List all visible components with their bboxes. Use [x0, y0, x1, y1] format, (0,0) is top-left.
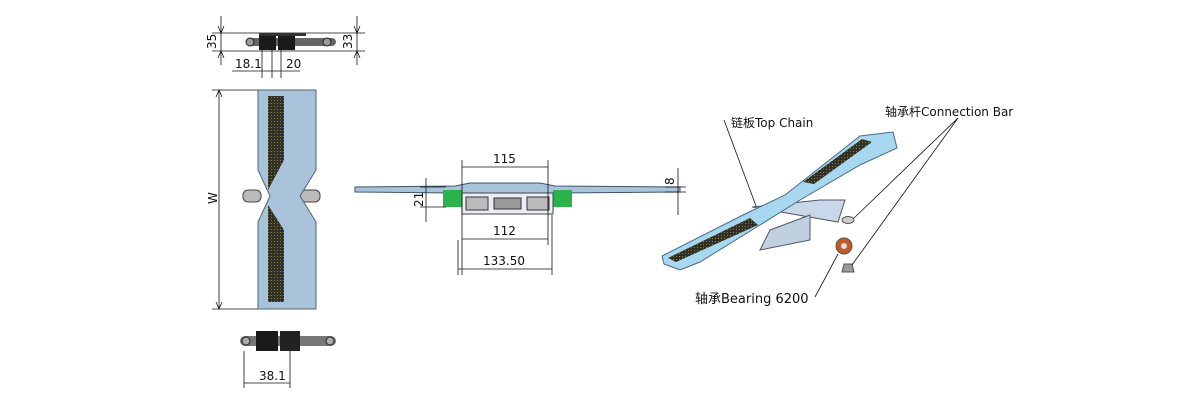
label-top-chain: 链板Top Chain: [731, 115, 813, 130]
dim-thickness: 8: [663, 177, 677, 185]
side-view: 115 112 133.50 21 8: [354, 152, 686, 275]
guide-block-right: [553, 190, 572, 207]
iso-pad-left: [668, 218, 758, 262]
dim-w: W: [206, 192, 220, 204]
connection-bar-washer: [841, 216, 855, 224]
label-bearing: 轴承Bearing 6200: [695, 292, 809, 307]
grip-pad-top: [268, 96, 284, 190]
front-view: W: [206, 88, 321, 311]
dim-inner: 112: [493, 224, 516, 238]
dim-height-left: 35: [205, 34, 219, 49]
iso-pad-right: [803, 139, 872, 184]
dim-overall: 133.50: [483, 254, 525, 268]
label-connection-bar: 轴承杆Connection Bar: [885, 104, 1013, 119]
guide-block-left: [443, 190, 462, 207]
dim-width: 20: [286, 57, 301, 71]
top-view: 18.1 20 35 33: [205, 16, 365, 78]
dim-height: 21: [412, 192, 426, 207]
dim-top: 115: [493, 152, 516, 166]
dim-offset: 18.1: [235, 57, 262, 71]
grip-pad-bottom: [268, 205, 284, 302]
dim-height-right: 33: [341, 34, 355, 49]
top-chain: [245, 33, 336, 50]
connection-bar-nut: [841, 263, 855, 273]
dim-pitch: 38.1: [259, 369, 286, 383]
iso-view: 链板Top Chain 轴承杆Connection Bar 轴承Bearing …: [661, 104, 1013, 307]
bottom-view: 38.1: [240, 331, 336, 388]
